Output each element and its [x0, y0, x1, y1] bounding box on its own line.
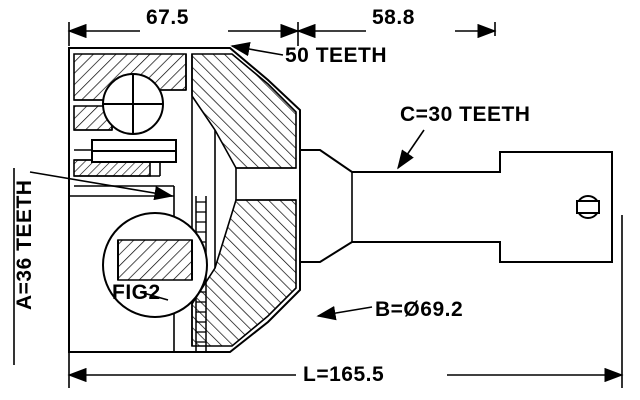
dimension-line-overall-length [67, 215, 624, 388]
dimension-label-overall: L=165.5 [303, 363, 385, 386]
leader-lines [29, 41, 425, 321]
joint-ball-top [102, 73, 164, 135]
callout-label-teeth-50: 50 TEETH [285, 44, 388, 67]
callout-label-fig2: FIG2 [112, 281, 161, 304]
shaft-end-hole [576, 195, 600, 219]
callout-label-splines-a: A=36 TEETH [13, 179, 36, 310]
joint-cage-lower [91, 139, 177, 163]
dimension-label-top-right: 58.8 [372, 6, 415, 29]
callout-label-splines-c: C=30 TEETH [400, 103, 531, 126]
cv-joint-shaft [299, 149, 613, 263]
shaft-internal-lines [351, 152, 501, 262]
dimension-label-top-left: 67.5 [146, 6, 189, 29]
callout-label-diameter-b: B=Ø69.2 [375, 298, 464, 321]
dimension-lines-top [67, 22, 497, 46]
fig2-detail-circle [102, 212, 208, 318]
